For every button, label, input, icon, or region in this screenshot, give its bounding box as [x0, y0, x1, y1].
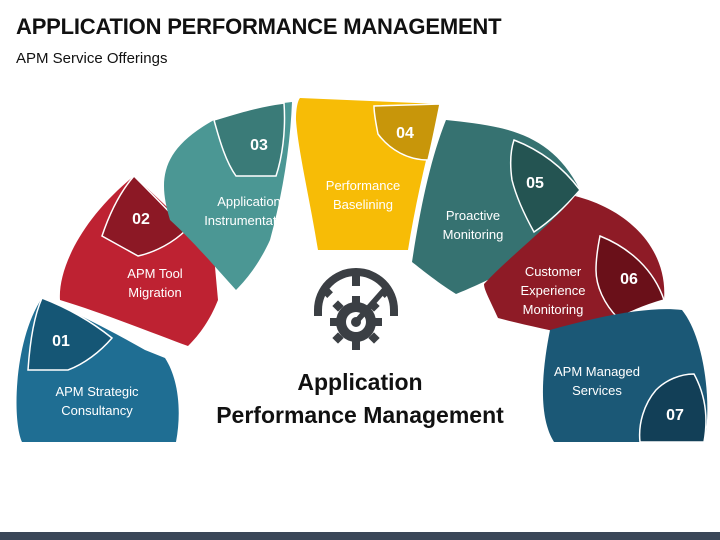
offering-number-07: 07 — [666, 407, 684, 424]
offering-number-01: 01 — [52, 333, 70, 350]
offering-number-05: 05 — [526, 175, 544, 192]
page-subtitle: APM Service Offerings — [16, 50, 168, 67]
offering-number-03: 03 — [250, 137, 268, 154]
center-title: Application Performance Management — [216, 369, 504, 428]
offering-segment-01 — [16, 297, 179, 442]
offering-segment-07 — [542, 309, 708, 443]
offering-segment-05 — [412, 120, 581, 294]
offering-number-04: 04 — [396, 125, 414, 142]
offering-segment-03 — [164, 102, 292, 290]
offering-segment-04 — [296, 98, 441, 250]
offering-number-02: 02 — [132, 211, 150, 228]
speedometer-gear-icon — [314, 268, 398, 350]
offering-number-06: 06 — [620, 271, 638, 288]
bottom-bar — [0, 532, 720, 540]
page-title: APPLICATION PERFORMANCE MANAGEMENT — [16, 14, 502, 39]
offering-segment-06 — [484, 196, 665, 336]
